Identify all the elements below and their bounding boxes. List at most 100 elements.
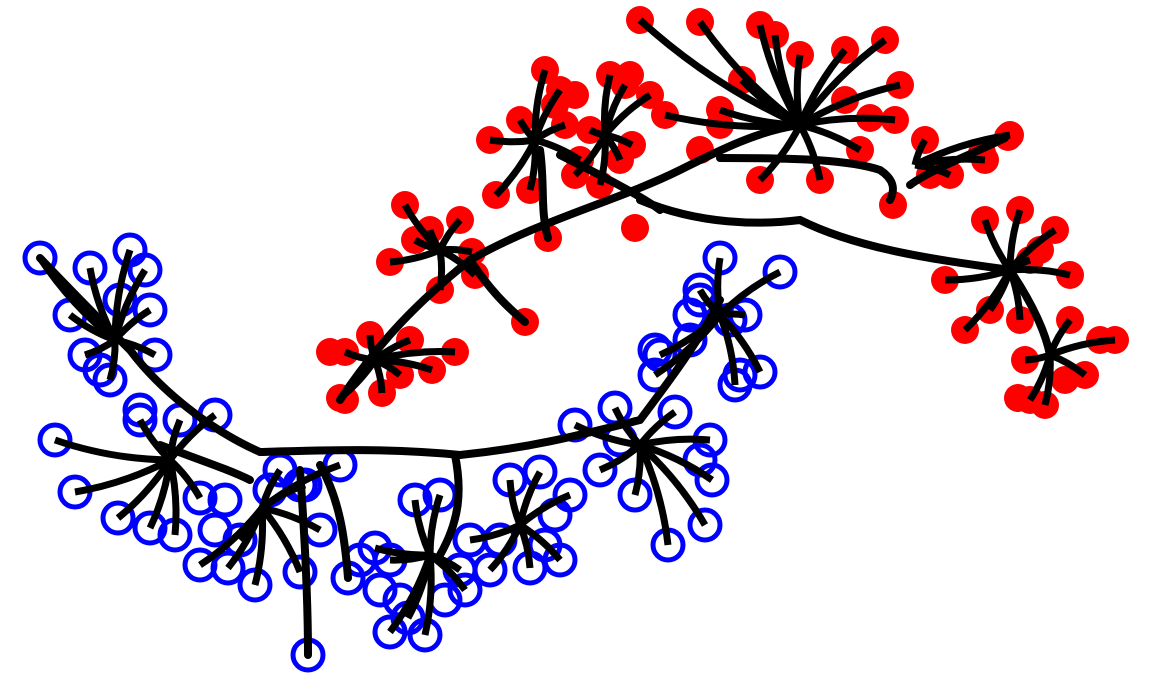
branch-edge xyxy=(374,544,431,559)
red-node xyxy=(621,214,649,242)
branch-edge xyxy=(1009,265,1071,279)
blue-node xyxy=(762,254,798,290)
trunk-edge xyxy=(636,196,1014,274)
branch-edge xyxy=(1024,351,1052,364)
branch-edge xyxy=(526,139,539,191)
blue-node xyxy=(207,482,243,518)
red-node xyxy=(316,338,344,366)
edges-layer xyxy=(36,17,1116,659)
branch-edge xyxy=(517,491,572,528)
branch-edge xyxy=(421,554,435,636)
branch-edge xyxy=(637,442,709,527)
branch-edge xyxy=(602,92,652,138)
branch-edge xyxy=(251,507,267,586)
branch-edge xyxy=(426,493,444,556)
branch-edge xyxy=(489,136,536,146)
trunk-edge xyxy=(316,461,352,582)
branch-edge xyxy=(796,123,824,181)
blue-node xyxy=(472,552,508,588)
branch-edge xyxy=(531,87,563,142)
blue-node xyxy=(37,422,73,458)
blue-node xyxy=(522,454,558,490)
red-node xyxy=(561,81,589,109)
blue-node xyxy=(447,572,483,608)
branch-edge xyxy=(67,312,117,344)
branch-edge xyxy=(259,505,304,574)
branch-edge xyxy=(718,106,801,129)
branch-edge xyxy=(373,356,403,378)
branch-edge xyxy=(469,521,522,544)
branch-edge xyxy=(53,436,171,464)
branch-edge xyxy=(598,442,643,474)
red-node xyxy=(616,61,644,89)
blue-node xyxy=(100,500,136,536)
branch-edge xyxy=(739,77,802,129)
blue-node xyxy=(132,292,168,328)
branch-edge xyxy=(714,257,724,316)
blue-node xyxy=(722,357,758,393)
branch-edge xyxy=(611,406,643,448)
branch-edge xyxy=(944,266,1012,284)
blue-node xyxy=(137,337,173,373)
blue-node xyxy=(122,402,158,438)
branch-edge xyxy=(798,81,901,129)
branch-edge xyxy=(696,288,723,318)
branch-edge xyxy=(261,504,322,534)
branch-edge xyxy=(1007,256,1032,273)
branch-edge xyxy=(426,228,443,253)
trunk-edge xyxy=(336,121,804,404)
branch-edge xyxy=(572,133,609,178)
branch-edge xyxy=(797,37,888,128)
branch-edge xyxy=(438,246,478,278)
blue-node xyxy=(127,252,163,288)
branch-edge xyxy=(534,136,582,163)
blue-node xyxy=(132,510,168,546)
trunk-edge xyxy=(536,146,552,242)
red-node xyxy=(1004,384,1032,412)
red-node xyxy=(331,386,359,414)
blue-node xyxy=(582,452,618,488)
branch-edge xyxy=(1041,354,1054,406)
branch-edge xyxy=(716,313,739,386)
branch-edge xyxy=(799,114,896,129)
branch-edge xyxy=(237,506,266,543)
trunk-edge xyxy=(436,451,463,559)
blue-node xyxy=(282,554,318,590)
branch-edge xyxy=(913,131,1011,169)
red-node xyxy=(879,191,907,219)
trunk-edge xyxy=(256,416,644,460)
branch-edge xyxy=(37,256,118,343)
nodes-layer xyxy=(22,6,1129,673)
branch-edge xyxy=(573,421,641,449)
blue-node xyxy=(687,507,723,543)
branch-edge xyxy=(74,456,172,496)
branch-edge xyxy=(717,268,782,318)
branch-edge xyxy=(981,218,1013,273)
blue-node xyxy=(22,240,58,276)
trunk-edge xyxy=(296,466,312,659)
branch-edge xyxy=(1006,268,1024,321)
branch-edge xyxy=(167,412,218,463)
branch-edge xyxy=(636,443,672,546)
branch-edge xyxy=(757,123,804,183)
trunk-edge xyxy=(716,154,897,204)
branch-edge xyxy=(1046,317,1073,357)
trunk-edge xyxy=(636,296,724,424)
blue-node xyxy=(657,394,693,430)
branch-edge xyxy=(436,249,446,291)
blue-node xyxy=(362,572,398,608)
red-node xyxy=(1051,366,1079,394)
branch-edge xyxy=(259,461,342,511)
branch-edge xyxy=(337,358,378,401)
branch-edge xyxy=(1048,336,1116,359)
branch-edge xyxy=(771,34,804,127)
branch-edge xyxy=(428,551,463,573)
trunk-edge xyxy=(36,254,264,456)
trunk-edge xyxy=(556,151,664,214)
trunk-edge xyxy=(466,256,529,326)
blue-node xyxy=(197,512,233,548)
branch-edge xyxy=(653,312,723,378)
blue-node xyxy=(557,407,593,443)
